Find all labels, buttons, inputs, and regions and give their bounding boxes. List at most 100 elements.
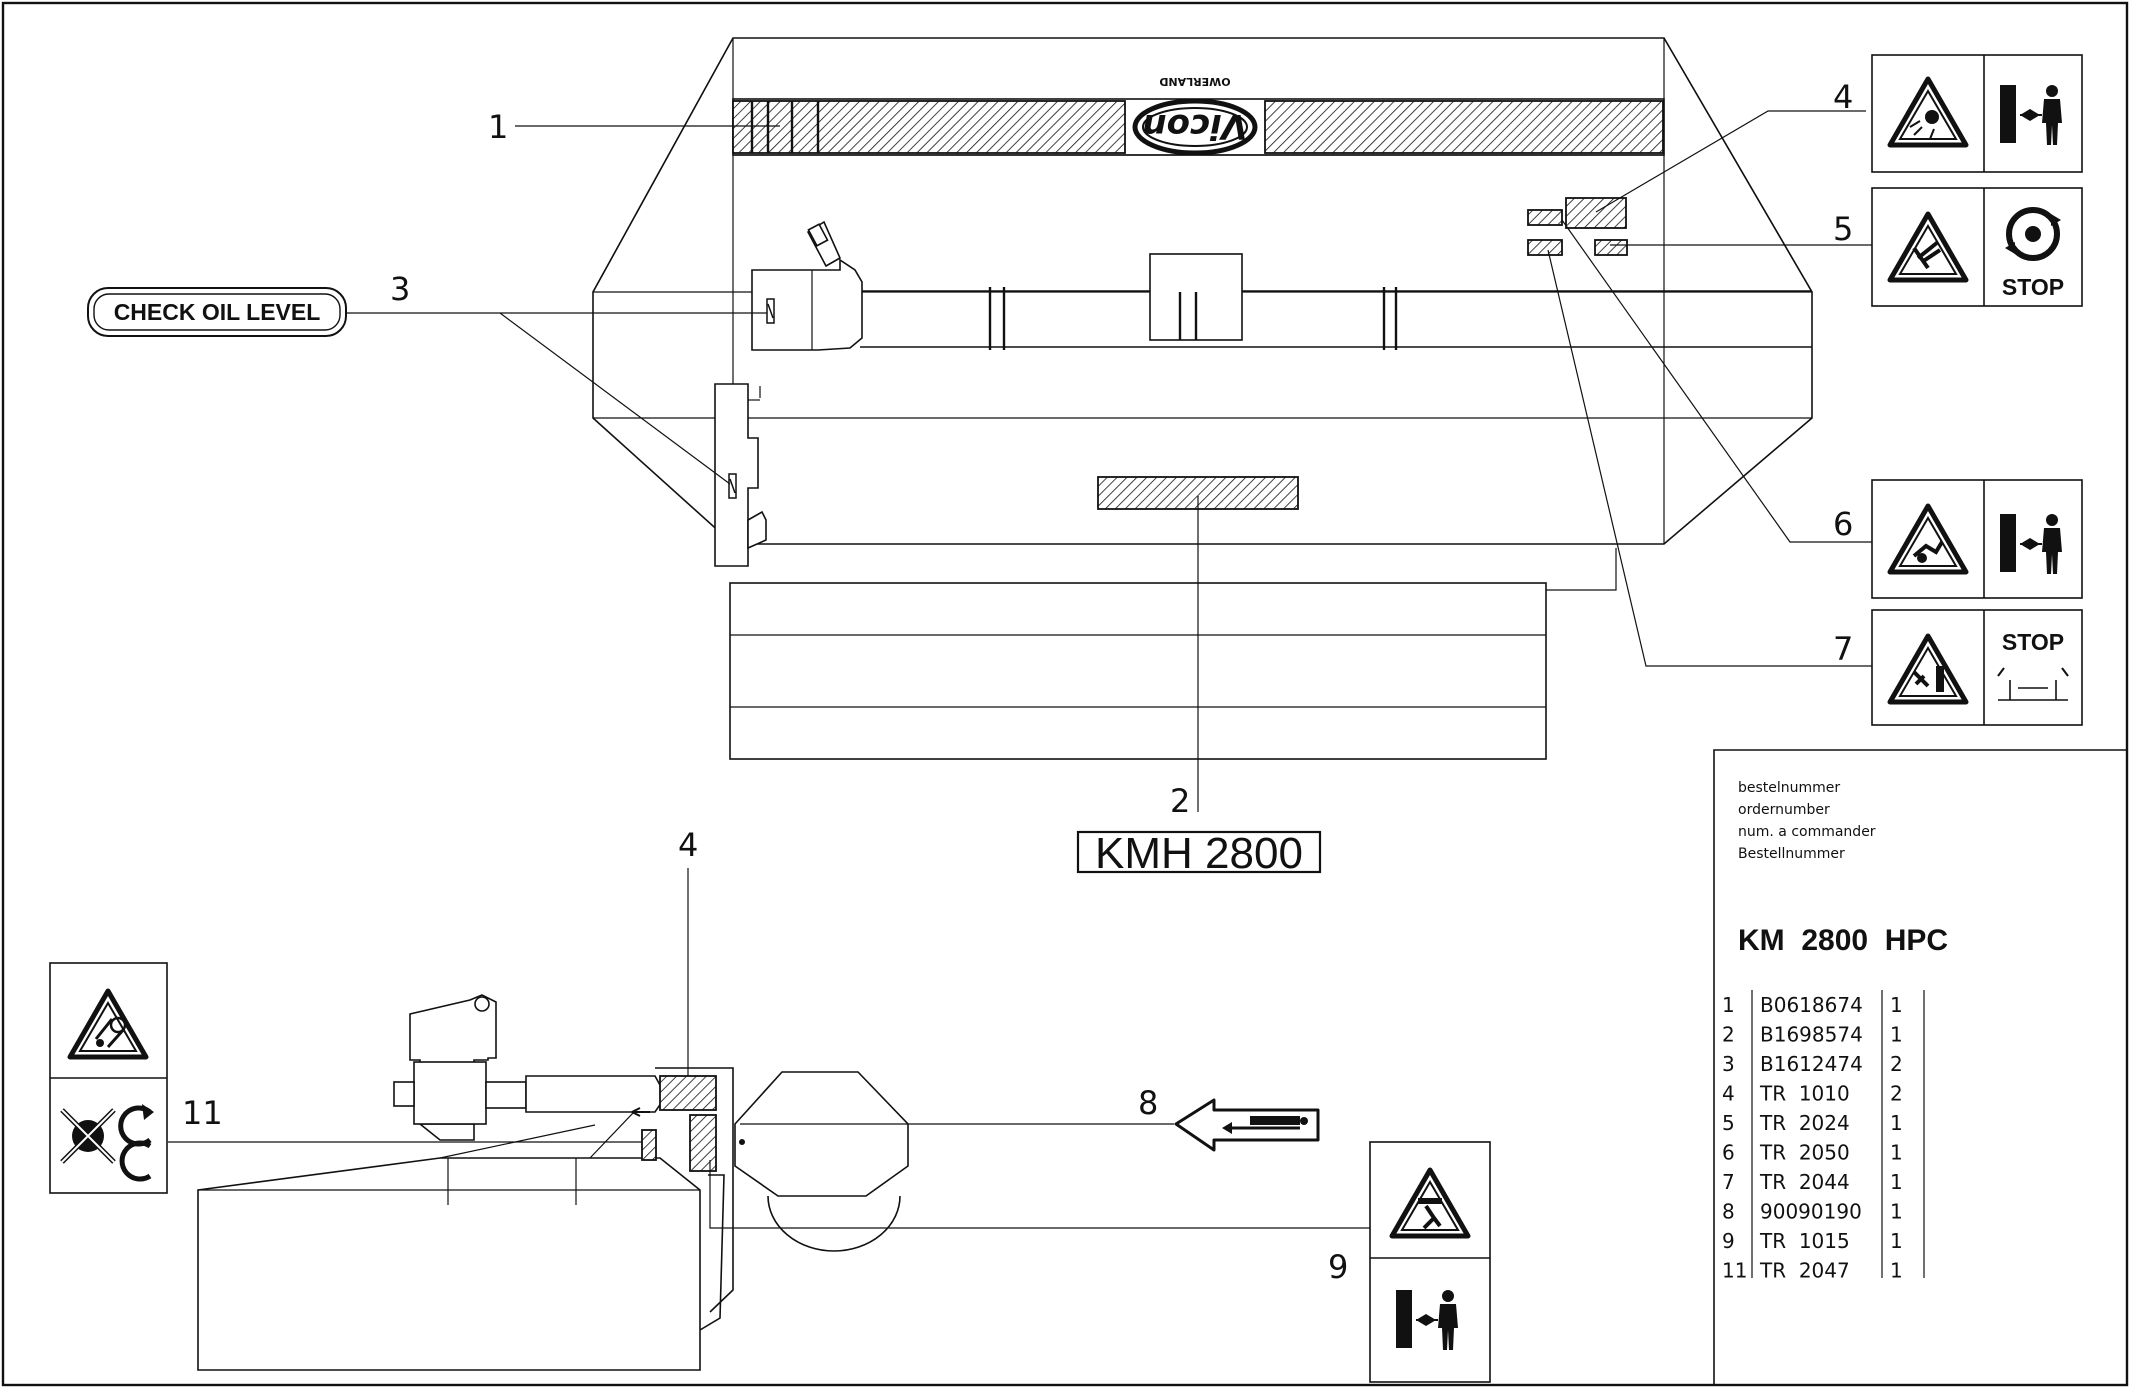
- row-position: 5: [1722, 1111, 1735, 1135]
- row-position: 6: [1722, 1141, 1735, 1165]
- safety-sign-7: STOP: [1871, 609, 2083, 726]
- row-position: 11: [1722, 1259, 1747, 1283]
- leader-lines: [345, 110, 1872, 812]
- callout-8: 8: [1138, 1084, 1158, 1122]
- machine-side-view: [197, 994, 909, 1371]
- row-position: 4: [1722, 1082, 1735, 1106]
- cutter-bar: [729, 548, 1617, 760]
- row-order-number: B1612474: [1760, 1052, 1863, 1076]
- table-model-title: KM 2800 HPC: [1738, 924, 1948, 957]
- row-position: 1: [1722, 993, 1735, 1017]
- row-quantity: 1: [1890, 1141, 1903, 1165]
- row-quantity: 1: [1890, 1200, 1903, 1224]
- decal-5: [1594, 239, 1628, 256]
- side-decal-4: [659, 1075, 717, 1111]
- safety-sign-4: [1871, 54, 2083, 173]
- cutter-hazard-icon: [1912, 670, 1930, 688]
- decal-stripe-right: [1264, 100, 1664, 154]
- stop-text-7: STOP: [2002, 629, 2064, 655]
- safety-sign-6: [1871, 479, 2083, 599]
- callout-3: 3: [390, 270, 410, 308]
- gearbox: [751, 220, 863, 351]
- gear-housing: [714, 383, 767, 567]
- row-quantity: 1: [1890, 1111, 1903, 1135]
- row-quantity: 2: [1890, 1052, 1903, 1076]
- check-oil-level-text: CHECK OIL LEVEL: [114, 299, 321, 325]
- table-row: 6 TR 2050 1: [1722, 1141, 1903, 1165]
- decal-stripe-left: [732, 100, 1126, 154]
- row-position: 2: [1722, 1023, 1735, 1047]
- safety-sign-5: STOP: [1871, 187, 2083, 307]
- table-row: 8 90090190 1: [1722, 1200, 1903, 1224]
- row-order-number: B0618674: [1760, 993, 1863, 1017]
- belt-drive-icon: [109, 1016, 127, 1034]
- table-row: 11 TR 2047 1: [1722, 1259, 1903, 1283]
- model-plate-text: KMH 2800: [1095, 829, 1303, 878]
- callout-11: 11: [182, 1094, 223, 1132]
- machine-top-view: Vicon OWERLAND: [592, 37, 1813, 760]
- callout-6: 6: [1833, 505, 1853, 543]
- flying-objects-icon: [1925, 110, 1939, 124]
- callout-1: 1: [488, 108, 508, 146]
- row-quantity: 1: [1890, 1259, 1903, 1283]
- model-plate-label: KMH 2800: [1076, 829, 1322, 878]
- row-order-number: TR 2024: [1759, 1111, 1850, 1135]
- row-position: 3: [1722, 1052, 1735, 1076]
- safety-sign-9: [1369, 1141, 1491, 1383]
- logo-subtitle: OWERLAND: [1159, 75, 1230, 88]
- row-quantity: 1: [1890, 1170, 1903, 1194]
- row-quantity: 1: [1890, 993, 1903, 1017]
- row-order-number: B1698574: [1760, 1023, 1863, 1047]
- row-quantity: 2: [1890, 1082, 1903, 1106]
- table-row: 5 TR 2024 1: [1722, 1111, 1903, 1135]
- safety-sign-11: [49, 962, 168, 1194]
- row-quantity: 1: [1890, 1023, 1903, 1047]
- row-position: 9: [1722, 1229, 1735, 1253]
- side-decal-9: [689, 1114, 717, 1172]
- callout-5: 5: [1833, 210, 1853, 248]
- hand-crush-icon: [1912, 540, 1944, 558]
- heading-nl: bestelnummer: [1738, 780, 1840, 796]
- stop-text-5: STOP: [2002, 274, 2064, 300]
- table-row: 9 TR 1015 1: [1722, 1229, 1903, 1253]
- callout-4b: 4: [678, 826, 698, 864]
- table-row: 3 B1612474 2: [1722, 1052, 1903, 1076]
- vicon-logo: Vicon OWERLAND: [1132, 75, 1258, 156]
- row-order-number: TR 1010: [1759, 1082, 1850, 1106]
- heading-de: Bestellnummer: [1738, 846, 1845, 862]
- order-number-table: bestelnummer ordernumber num. a commande…: [1713, 749, 2127, 1385]
- decal-7: [1527, 239, 1563, 256]
- table-row: 2 B1698574 1: [1722, 1023, 1903, 1047]
- cutter-stop-icon: [1997, 667, 2069, 701]
- callout-9: 9: [1328, 1248, 1348, 1286]
- callout-4: 4: [1833, 78, 1853, 116]
- leader-lines-bottom: [168, 868, 1370, 1229]
- table-row: 1 B0618674 1: [1722, 993, 1903, 1017]
- small-arrow-icon: [631, 1107, 650, 1117]
- heading-fr: num. a commander: [1738, 824, 1876, 840]
- callout-7: 7: [1833, 630, 1853, 668]
- logo-brand: Vicon: [1142, 106, 1247, 146]
- row-position: 8: [1722, 1200, 1735, 1224]
- row-order-number: TR 2050: [1759, 1141, 1850, 1165]
- decal-4: [1565, 197, 1627, 229]
- check-oil-level-label: CHECK OIL LEVEL: [87, 287, 347, 337]
- row-quantity: 1: [1890, 1229, 1903, 1253]
- row-order-number: TR 1015: [1759, 1229, 1850, 1253]
- rotation-stop-icon: [2005, 207, 2061, 261]
- no-gear-rotation-icon: [60, 1104, 154, 1182]
- heading-en: ordernumber: [1738, 802, 1830, 818]
- decal-6: [1527, 209, 1563, 226]
- hydraulic-cylinder-icon: [1222, 1116, 1308, 1134]
- hydraulic-arrow-sign-8: [1174, 1098, 1320, 1152]
- row-order-number: TR 2047: [1759, 1259, 1850, 1283]
- row-position: 7: [1722, 1170, 1735, 1194]
- entanglement-icon: [1418, 1198, 1442, 1204]
- callout-2: 2: [1170, 782, 1190, 820]
- row-order-number: 90090190: [1760, 1200, 1862, 1224]
- rotating-blade-hand-icon: [1912, 240, 1942, 270]
- side-decal-11: [641, 1129, 657, 1161]
